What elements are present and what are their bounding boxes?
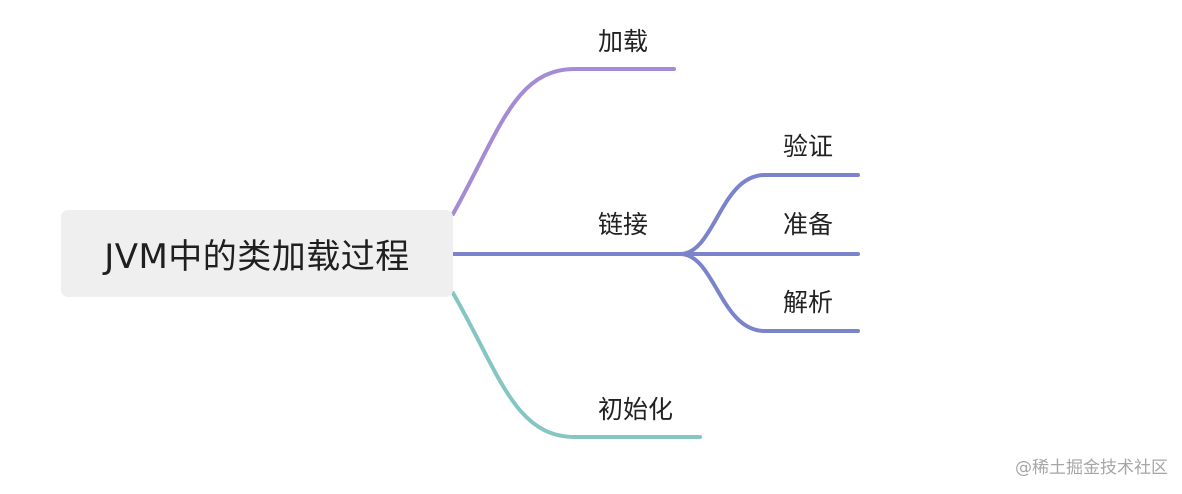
node-load[interactable]: 加载	[598, 27, 649, 56]
node-link[interactable]: 链接	[598, 210, 649, 239]
node-init[interactable]: 初始化	[598, 395, 674, 424]
node-resolve[interactable]: 解析	[783, 288, 834, 317]
root-node[interactable]: JVM中的类加载过程	[61, 210, 453, 297]
node-prepare[interactable]: 准备	[783, 210, 834, 239]
node-verify[interactable]: 验证	[783, 132, 834, 161]
connector-verify	[678, 173, 860, 256]
connector-init	[451, 291, 702, 439]
root-node-label: JVM中的类加载过程	[104, 237, 410, 277]
connector-load	[451, 67, 676, 216]
watermark: @稀土掘金技术社区	[1015, 458, 1168, 478]
connector-resolve	[678, 252, 860, 333]
